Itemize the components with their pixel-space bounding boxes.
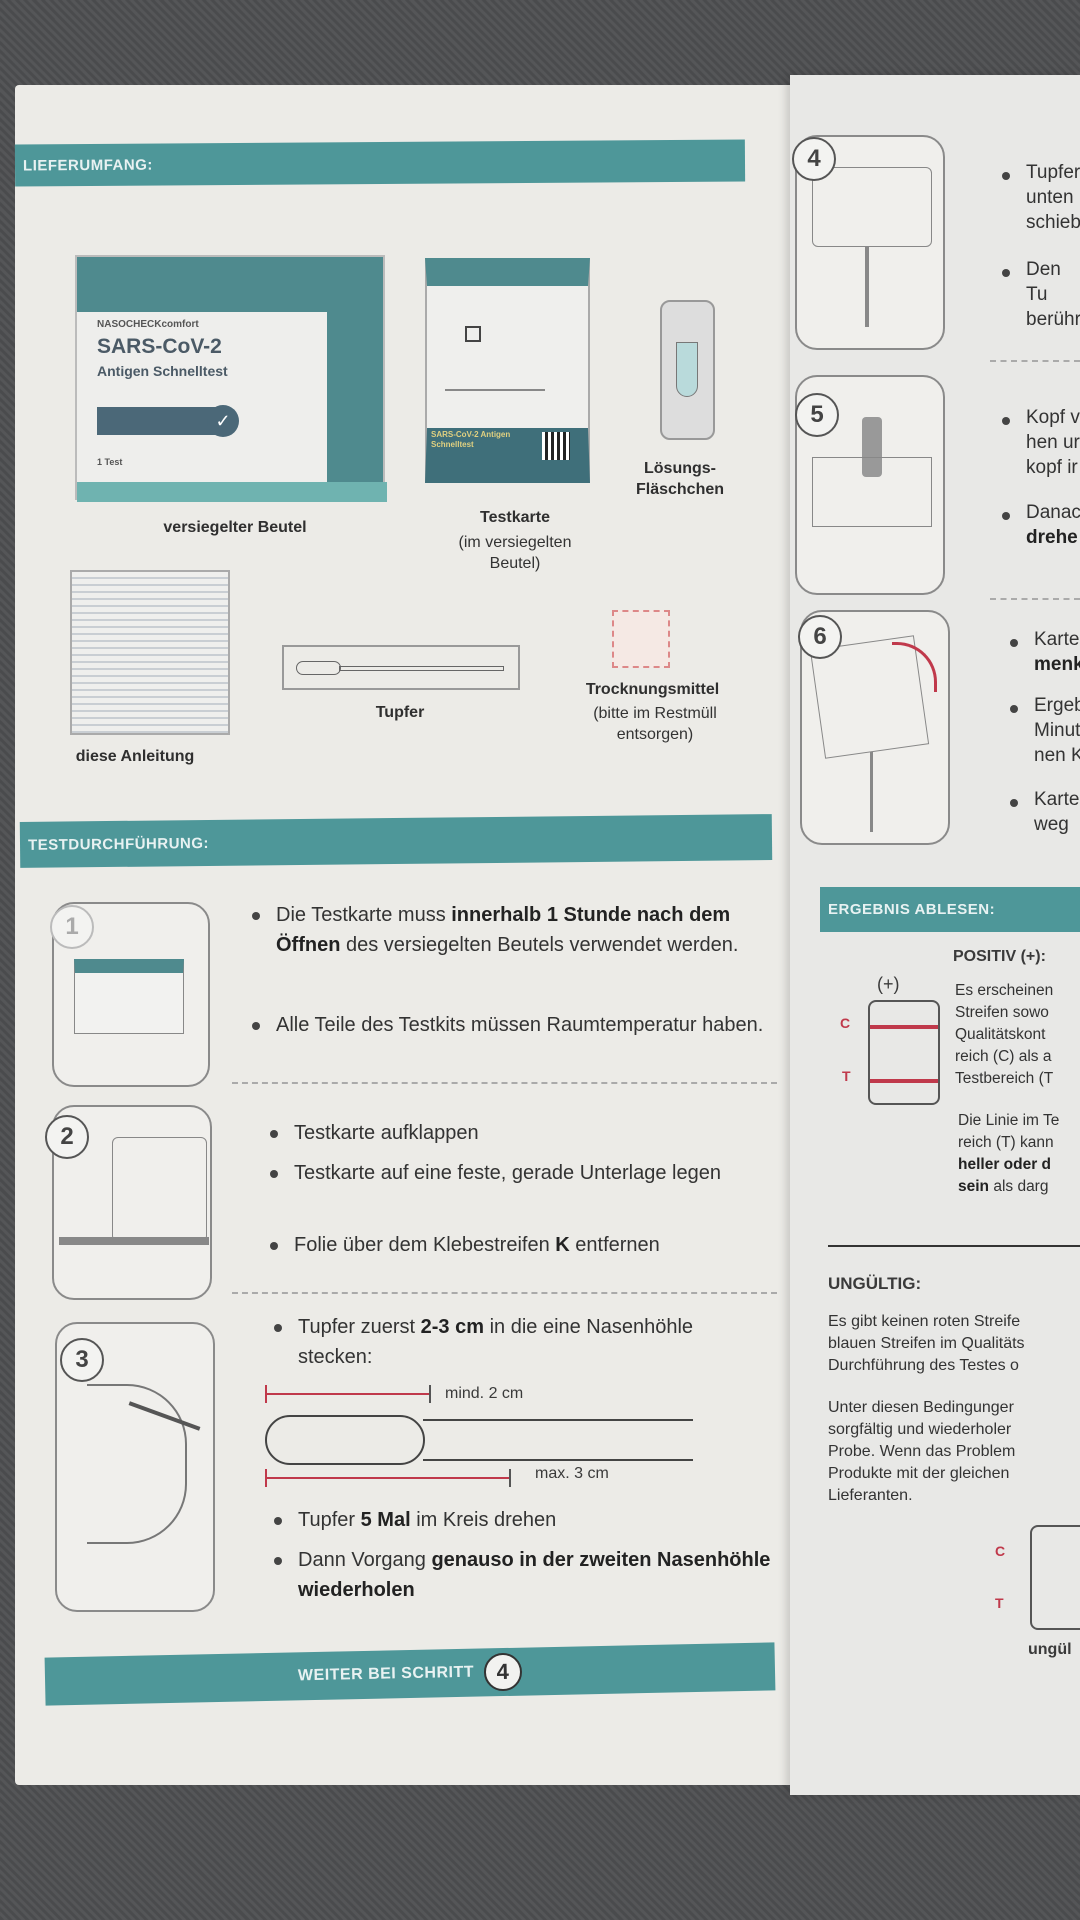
pouch-brand: NASOCHECKcomfort [97,319,199,330]
step4-number: 4 [792,137,836,181]
next-step-number: 4 [483,1652,523,1692]
testcard-sublabel: (im versiegelten Beutel) [458,534,572,572]
swab-label: Tupfer [375,704,425,721]
pouch-count: 1 Test [97,457,123,467]
step2-bullet-3: Folie über dem Klebestreifen K entfernen [268,1230,768,1260]
vial-label: Lösungs- Fläschchen [635,460,725,498]
invalid-c-label: C [995,1543,1006,1559]
next-step-label: WEITER BEI SCHRITT [297,1663,475,1685]
swab-depth-diagram: mind. 2 cm max. 3 cm [265,1385,775,1487]
step3-number: 3 [60,1338,104,1382]
testcard-image: SARS-CoV-2 Antigen Schnelltest [425,258,590,483]
desiccant-label: Trocknungsmittel [585,681,720,698]
arrow-icon [892,642,937,692]
leaflet-image [70,570,230,735]
step1-number: 1 [50,905,94,949]
pouch-label: versiegelter Beutel [163,519,307,536]
step3-illustration [55,1322,215,1612]
control-line [870,1025,938,1029]
vial-image [660,300,715,440]
heading-text: ERGEBNIS ABLESEN: [828,901,996,918]
desiccant-image [612,610,670,668]
check-icon: ✓ [207,405,239,437]
pouch-image: NASOCHECKcomfort SARS-CoV-2 Antigen Schn… [75,255,387,502]
positive-c-label: C [840,1015,851,1031]
step2-bullet-1: Testkarte aufklappen [268,1118,758,1148]
testcard-text: SARS-CoV-2 Antigen Schnelltest [431,430,511,449]
swab-package-image [282,645,520,690]
heading-text: TESTDURCHFÜHRUNG: [27,834,210,854]
section-header-ergebnis: ERGEBNIS ABLESEN: [820,887,1080,932]
testcard-label: Testkarte [480,509,550,526]
step1-bullet-2: Alle Teile des Testkits müssen Raumtempe… [250,1010,770,1040]
test-line [870,1079,938,1083]
divider [990,360,1080,362]
step6-number: 6 [798,615,842,659]
step5-number: 5 [795,393,839,437]
step2-number: 2 [45,1115,89,1159]
pouch-title: SARS-CoV-2 [97,335,222,358]
qr-code-icon [542,432,570,460]
step2-bullet-2: Testkarte auf eine feste, gerade Unterla… [268,1158,758,1188]
divider [232,1292,777,1294]
positive-heading: POSITIV (+): [953,948,1046,965]
pouch-subtitle: Antigen Schnelltest [97,363,228,379]
section-header-testdurchfuehrung: TESTDURCHFÜHRUNG: [19,814,773,868]
step1-bullet-1: Die Testkarte muss innerhalb 1 Stunde na… [250,900,770,960]
divider [990,598,1080,600]
step3-bullet-1: Tupfer zuerst 2-3 cm in die eine Nasenhö… [272,1312,772,1372]
invalid-test-strip [1030,1525,1080,1630]
invalid-label: ungül [1028,1641,1072,1658]
max-depth-label: max. 3 cm [535,1465,609,1482]
divider [828,1245,1080,1247]
heading-text: LIEFERUMFANG: [22,156,153,174]
invalid-t-label: T [995,1595,1004,1611]
step3-bullet-2: Tupfer 5 Mal im Kreis drehen [272,1505,772,1535]
leaflet-label: diese Anleitung [75,748,195,765]
step3-bullet-3: Dann Vorgang genauso in der zweiten Nase… [272,1545,777,1605]
section-header-lieferumfang: LIEFERUMFANG: [14,139,746,187]
invalid-heading: UNGÜLTIG: [828,1274,922,1293]
divider [232,1082,777,1084]
positive-t-label: T [842,1068,851,1084]
positive-test-strip [868,1000,940,1105]
positive-symbol: (+) [877,974,900,994]
desiccant-sublabel: (bitte im Restmüll entsorgen) [593,705,717,743]
min-depth-label: mind. 2 cm [445,1385,524,1402]
